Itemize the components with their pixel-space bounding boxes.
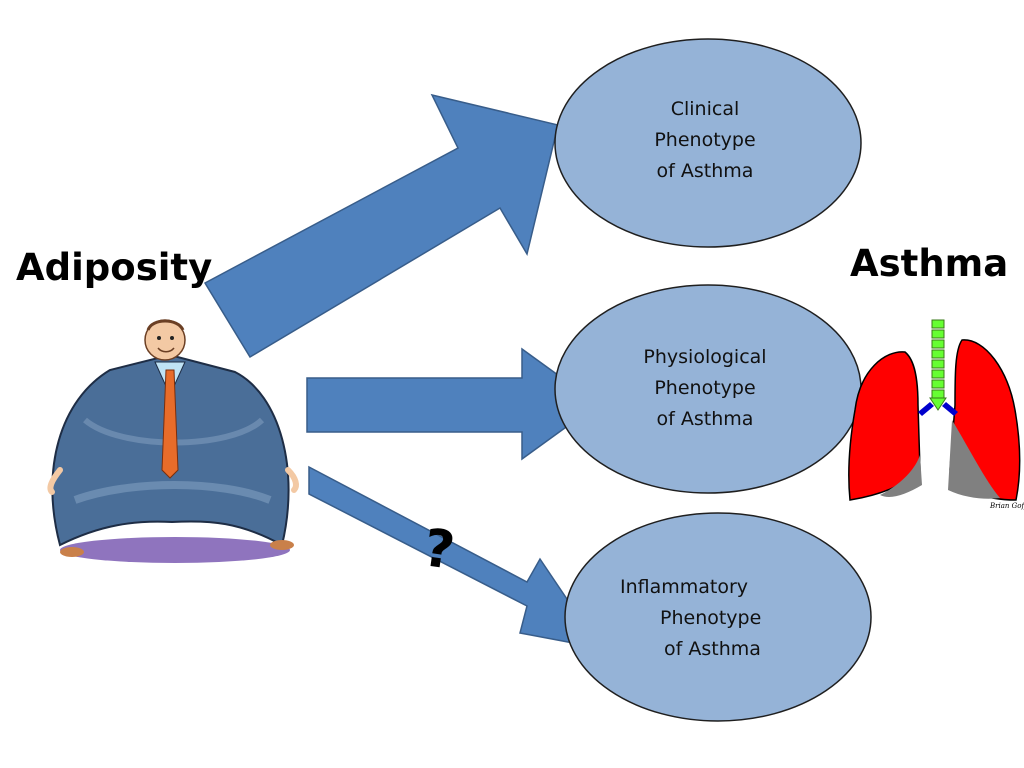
phenotype-line: Phenotype xyxy=(654,377,756,399)
phenotype-line: Clinical xyxy=(670,98,740,120)
physiological-phenotype-text: Physiological Phenotype of Asthma xyxy=(610,342,800,435)
obese-man-illustration xyxy=(47,319,299,563)
phenotype-line: of Asthma xyxy=(656,408,754,430)
phenotype-line: Physiological xyxy=(643,346,767,368)
clinical-phenotype-ellipse xyxy=(554,38,862,248)
adiposity-label: Adiposity xyxy=(16,246,213,289)
lungs-illustration: Brian Goff xyxy=(848,319,1024,510)
phenotype-line: Inflammatory xyxy=(620,576,749,598)
lung-illustration-signature: Brian Goff xyxy=(989,502,1024,510)
arrow-to-inflammatory xyxy=(308,465,602,650)
phenotype-line: of Asthma xyxy=(656,160,754,182)
phenotype-line: of Asthma xyxy=(664,638,761,660)
inflammatory-phenotype-text: Inflammatory Phenotype of Asthma xyxy=(608,572,788,665)
phenotype-line: Phenotype xyxy=(654,129,756,151)
arrow-to-clinical xyxy=(203,93,559,359)
arrow-to-physiological xyxy=(306,347,600,461)
clinical-phenotype-text: Clinical Phenotype of Asthma xyxy=(610,94,800,187)
inflammatory-phenotype-ellipse xyxy=(564,512,872,722)
asthma-label: Asthma xyxy=(850,242,1009,285)
phenotype-line: Phenotype xyxy=(660,607,762,629)
